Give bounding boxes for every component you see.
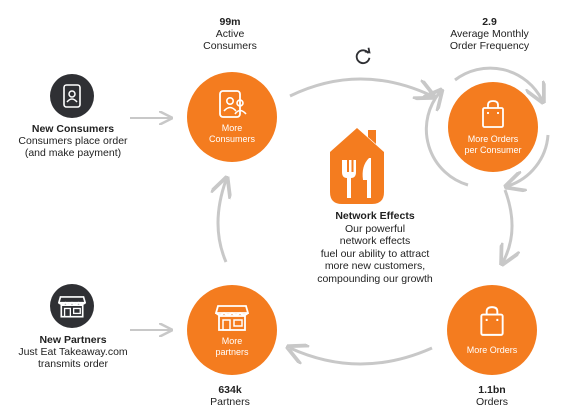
network-effects-line: compounding our growth — [317, 272, 433, 285]
storefront-icon — [215, 305, 249, 331]
stat-label-line: Order Frequency — [449, 40, 530, 52]
node-label-line: per Consumer — [464, 144, 522, 155]
new-partners-icon-badge — [50, 284, 94, 328]
stat-label-line: Average Monthly — [450, 28, 529, 40]
network-effects-line: more new customers, — [324, 260, 426, 272]
shopping-bag-icon — [480, 305, 504, 336]
node-more-orders-per-consumer: More Orders per Consumer — [448, 82, 538, 172]
user-phone-icon — [63, 84, 81, 108]
new-consumers-line: Consumers place order — [18, 135, 128, 147]
node-label-line: More Orders — [467, 133, 519, 144]
stat-orders: 1.1bn Orders — [452, 384, 532, 408]
network-effects-line: fuel our ability to attract — [320, 247, 430, 260]
node-label-line: partners — [215, 347, 249, 357]
frequency-ring-arc-top — [454, 66, 542, 100]
node-label: More Orders — [466, 344, 518, 355]
new-partners-title: New Partners — [39, 334, 107, 346]
new-partners-line: transmits order — [37, 358, 109, 370]
node-more-orders: More Orders — [447, 285, 537, 375]
users-icon — [219, 90, 247, 118]
frequency-ring-arc-left — [426, 92, 469, 187]
stat-value: 634k — [218, 384, 242, 396]
stat-value: 2.9 — [482, 16, 497, 28]
network-effects-line: Our powerful — [344, 222, 406, 235]
node-more-partners: More partners — [187, 285, 277, 375]
arrow-consumers-to-frequency — [289, 77, 432, 96]
node-label-line: Consumers — [208, 134, 255, 144]
house-fork-knife-logo — [330, 128, 384, 204]
stat-label-line: Active — [215, 28, 245, 40]
new-consumers-text: New Consumers Consumers place order (and… — [8, 123, 138, 159]
new-consumers-title: New Consumers — [31, 123, 115, 135]
frequency-ring-arc-right — [508, 134, 550, 186]
refresh-icon — [355, 47, 371, 65]
new-consumers-line: (and make payment) — [24, 147, 122, 159]
network-effects-title: Network Effects — [335, 210, 415, 222]
arrow-orders-to-partners — [290, 348, 433, 366]
arrow-partners-to-consumers — [218, 180, 226, 263]
storefront-icon — [58, 296, 86, 318]
network-effects-text: Network Effects Our powerful network eff… — [290, 210, 460, 285]
stat-active-consumers: 99m Active Consumers — [185, 16, 275, 52]
stat-value: 1.1bn — [478, 384, 506, 396]
network-effects-line: network effects — [339, 235, 411, 247]
node-label-line: More — [221, 123, 243, 133]
stat-value: 99m — [219, 16, 241, 28]
stat-label-line: Consumers — [203, 40, 257, 52]
new-partners-line: Just Eat Takeaway.com — [18, 346, 128, 358]
arrow-frequency-to-orders — [503, 189, 512, 262]
stat-partners: 634k Partners — [190, 384, 270, 408]
new-consumers-icon-badge — [50, 74, 94, 118]
stat-order-frequency: 2.9 Average Monthly Order Frequency — [432, 16, 547, 52]
stat-label-line: Orders — [475, 396, 509, 408]
shopping-bag-icon — [482, 99, 504, 128]
node-label-line: More — [221, 336, 243, 346]
new-partners-text: New Partners Just Eat Takeaway.com trans… — [8, 334, 138, 370]
stat-label-line: Partners — [210, 396, 250, 408]
node-more-consumers: More Consumers — [187, 72, 277, 162]
